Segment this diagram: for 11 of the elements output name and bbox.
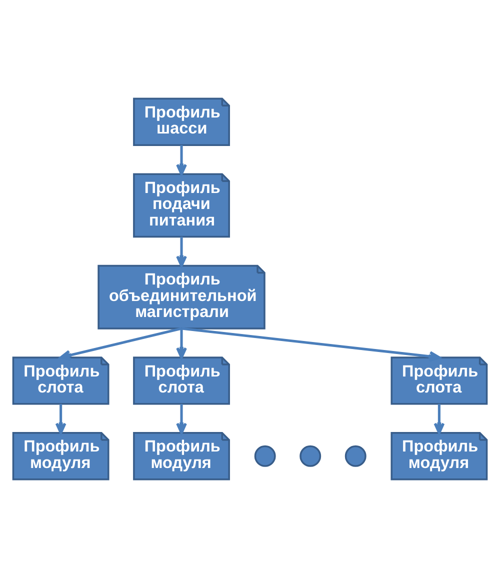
arrow <box>176 144 187 175</box>
arrow <box>181 326 440 362</box>
node-circle <box>344 444 366 466</box>
node-circle <box>300 444 322 466</box>
arrow <box>176 236 187 267</box>
arrow <box>434 403 445 434</box>
arrow <box>55 403 66 434</box>
arrow <box>176 403 187 434</box>
arrow <box>176 328 187 358</box>
node-circle <box>254 444 276 466</box>
arrow <box>60 326 182 360</box>
